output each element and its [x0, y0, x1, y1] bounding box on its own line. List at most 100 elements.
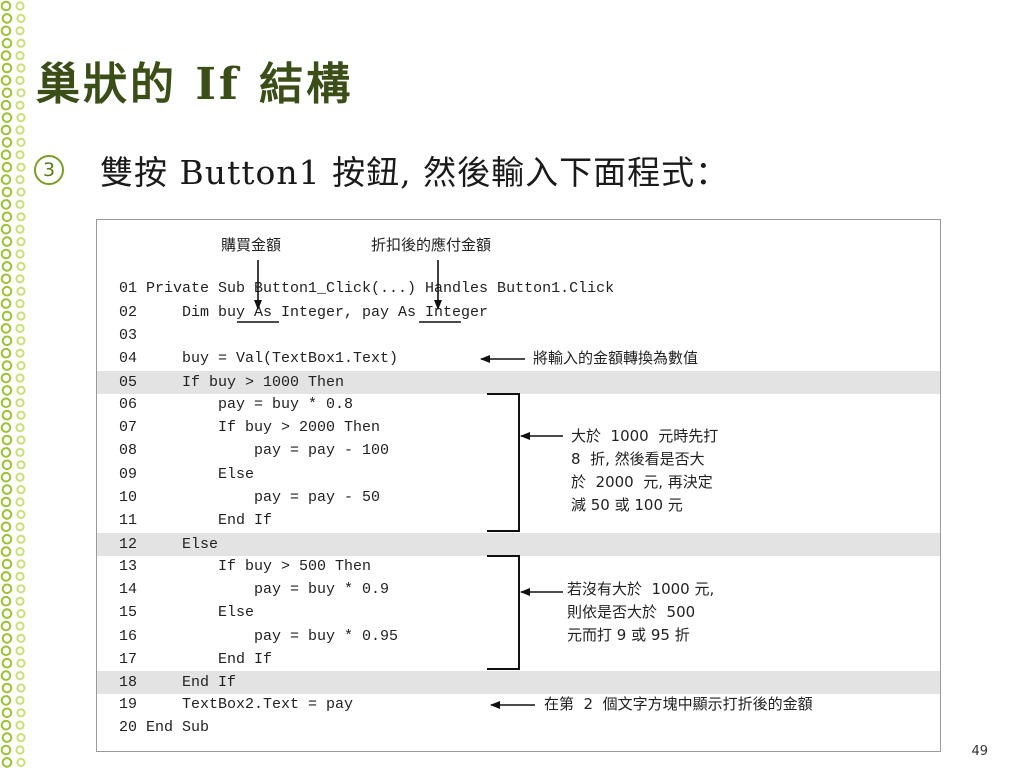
code-line: 01 Private Sub Button1_Click(...) Handle… — [119, 280, 615, 297]
decorative-circle — [1, 583, 13, 595]
decorative-circle — [0, 645, 12, 657]
highlight-line-18 — [97, 671, 940, 694]
decorative-circle — [16, 733, 26, 743]
decorative-circle — [0, 149, 12, 161]
decorative-circle — [1, 37, 13, 49]
decorative-circle — [16, 584, 26, 594]
note-convert: 將輸入的金額轉換為數值 — [533, 349, 699, 367]
decorative-circle — [0, 0, 12, 12]
decorative-circle — [1, 360, 13, 371]
decorative-circle — [1, 558, 13, 570]
decorative-circle — [16, 88, 26, 98]
decorative-circle — [15, 299, 25, 309]
decorative-circle — [16, 559, 26, 569]
code-line: 08 pay = pay - 100 — [119, 442, 390, 459]
decorative-circle — [0, 422, 12, 433]
decorative-circle — [1, 434, 13, 446]
decorative-circle — [0, 298, 12, 309]
code-line: 10 pay = pay - 50 — [119, 489, 381, 506]
decorative-circle — [1, 261, 13, 272]
decorative-circle — [16, 460, 26, 470]
highlight-line-05 — [97, 371, 940, 394]
decorative-circle — [15, 745, 25, 755]
decorative-circle — [16, 509, 26, 520]
decorative-circle — [0, 719, 12, 731]
code-line: 20 End Sub — [119, 719, 210, 736]
decorative-circle — [1, 533, 13, 545]
decorative-circle — [1, 161, 13, 173]
decorative-circle — [1, 459, 13, 471]
code-line: 17 End If — [119, 651, 273, 668]
decorative-circle — [16, 261, 26, 271]
decorative-circle — [15, 100, 25, 110]
decorative-circle — [1, 335, 13, 347]
code-line: 09 Else — [119, 466, 255, 483]
decorative-circle — [1, 62, 13, 74]
decorative-circle — [16, 633, 26, 644]
decorative-circle — [16, 410, 26, 420]
decorative-circle — [0, 248, 12, 260]
decorative-circle — [0, 447, 12, 458]
decorative-circle — [16, 658, 26, 668]
circled-number-icon: 3 — [34, 155, 64, 185]
decorative-circle — [1, 211, 13, 223]
decorative-circle — [0, 199, 12, 210]
label-purchase-amount: 購買金額 — [221, 236, 282, 254]
decorative-circle — [15, 150, 25, 160]
code-line: 06 pay = buy * 0.8 — [119, 396, 354, 413]
decorative-circle — [0, 620, 12, 632]
decorative-circle — [15, 547, 25, 557]
decorative-circle — [1, 633, 13, 644]
decorative-circle — [0, 571, 12, 582]
decorative-circle — [16, 38, 26, 48]
decorative-circle — [16, 609, 26, 619]
decorative-circle — [1, 87, 13, 99]
decorative-circle — [15, 671, 25, 681]
decorative-circle — [16, 187, 26, 197]
decorative-circle — [0, 397, 12, 409]
decorative-circle — [15, 1, 25, 11]
decorative-circle — [15, 348, 25, 358]
decorative-circle — [16, 385, 26, 395]
code-line: 04 buy = Val(TextBox1.Text) — [119, 350, 399, 367]
decorative-circle — [15, 646, 25, 656]
decorative-circle — [15, 274, 25, 284]
decorative-circle — [16, 534, 26, 544]
decorative-circle — [15, 75, 25, 86]
decorative-circle — [16, 13, 26, 23]
decorative-circle — [0, 372, 12, 384]
decorative-circle — [15, 51, 25, 61]
code-line: 18 End If — [119, 674, 237, 691]
decorative-circle — [1, 757, 13, 768]
decorative-circle — [16, 683, 26, 693]
code-line: 13 If buy > 500 Then — [119, 558, 372, 575]
note-display: 在第 2 個文字方塊中顯示打折後的金額 — [544, 695, 813, 713]
code-line: 03 — [119, 327, 138, 344]
decorative-circle — [15, 224, 25, 234]
page-number: 49 — [971, 744, 988, 759]
decorative-circle — [16, 212, 26, 222]
decorative-circle — [0, 670, 12, 681]
bracket-not-over-1000 — [487, 555, 520, 670]
decorative-circle — [0, 496, 12, 508]
decorative-circle — [15, 26, 25, 36]
decorative-circle — [15, 398, 25, 408]
decorative-circle — [0, 25, 12, 37]
decorative-circle — [0, 174, 12, 185]
decorative-circle — [16, 435, 26, 445]
decorative-circle — [0, 273, 12, 285]
decorative-circle — [16, 485, 26, 495]
decorative-circle — [1, 112, 13, 123]
decorative-circle — [15, 323, 25, 333]
decorative-circle — [16, 237, 26, 247]
decorative-circle — [15, 720, 25, 730]
decorative-circle — [0, 223, 12, 235]
decorative-circle — [0, 50, 12, 61]
code-line: 05 If buy > 1000 Then — [119, 374, 345, 391]
decorative-circle — [15, 199, 25, 209]
decorative-circle — [1, 137, 13, 148]
bracket-over-1000 — [487, 393, 520, 532]
decorative-circle — [0, 744, 12, 756]
code-figure: 購買金額 折扣後的應付金額 01 Private Sub Button1_Cli… — [96, 219, 941, 752]
decorative-circle — [16, 757, 26, 768]
